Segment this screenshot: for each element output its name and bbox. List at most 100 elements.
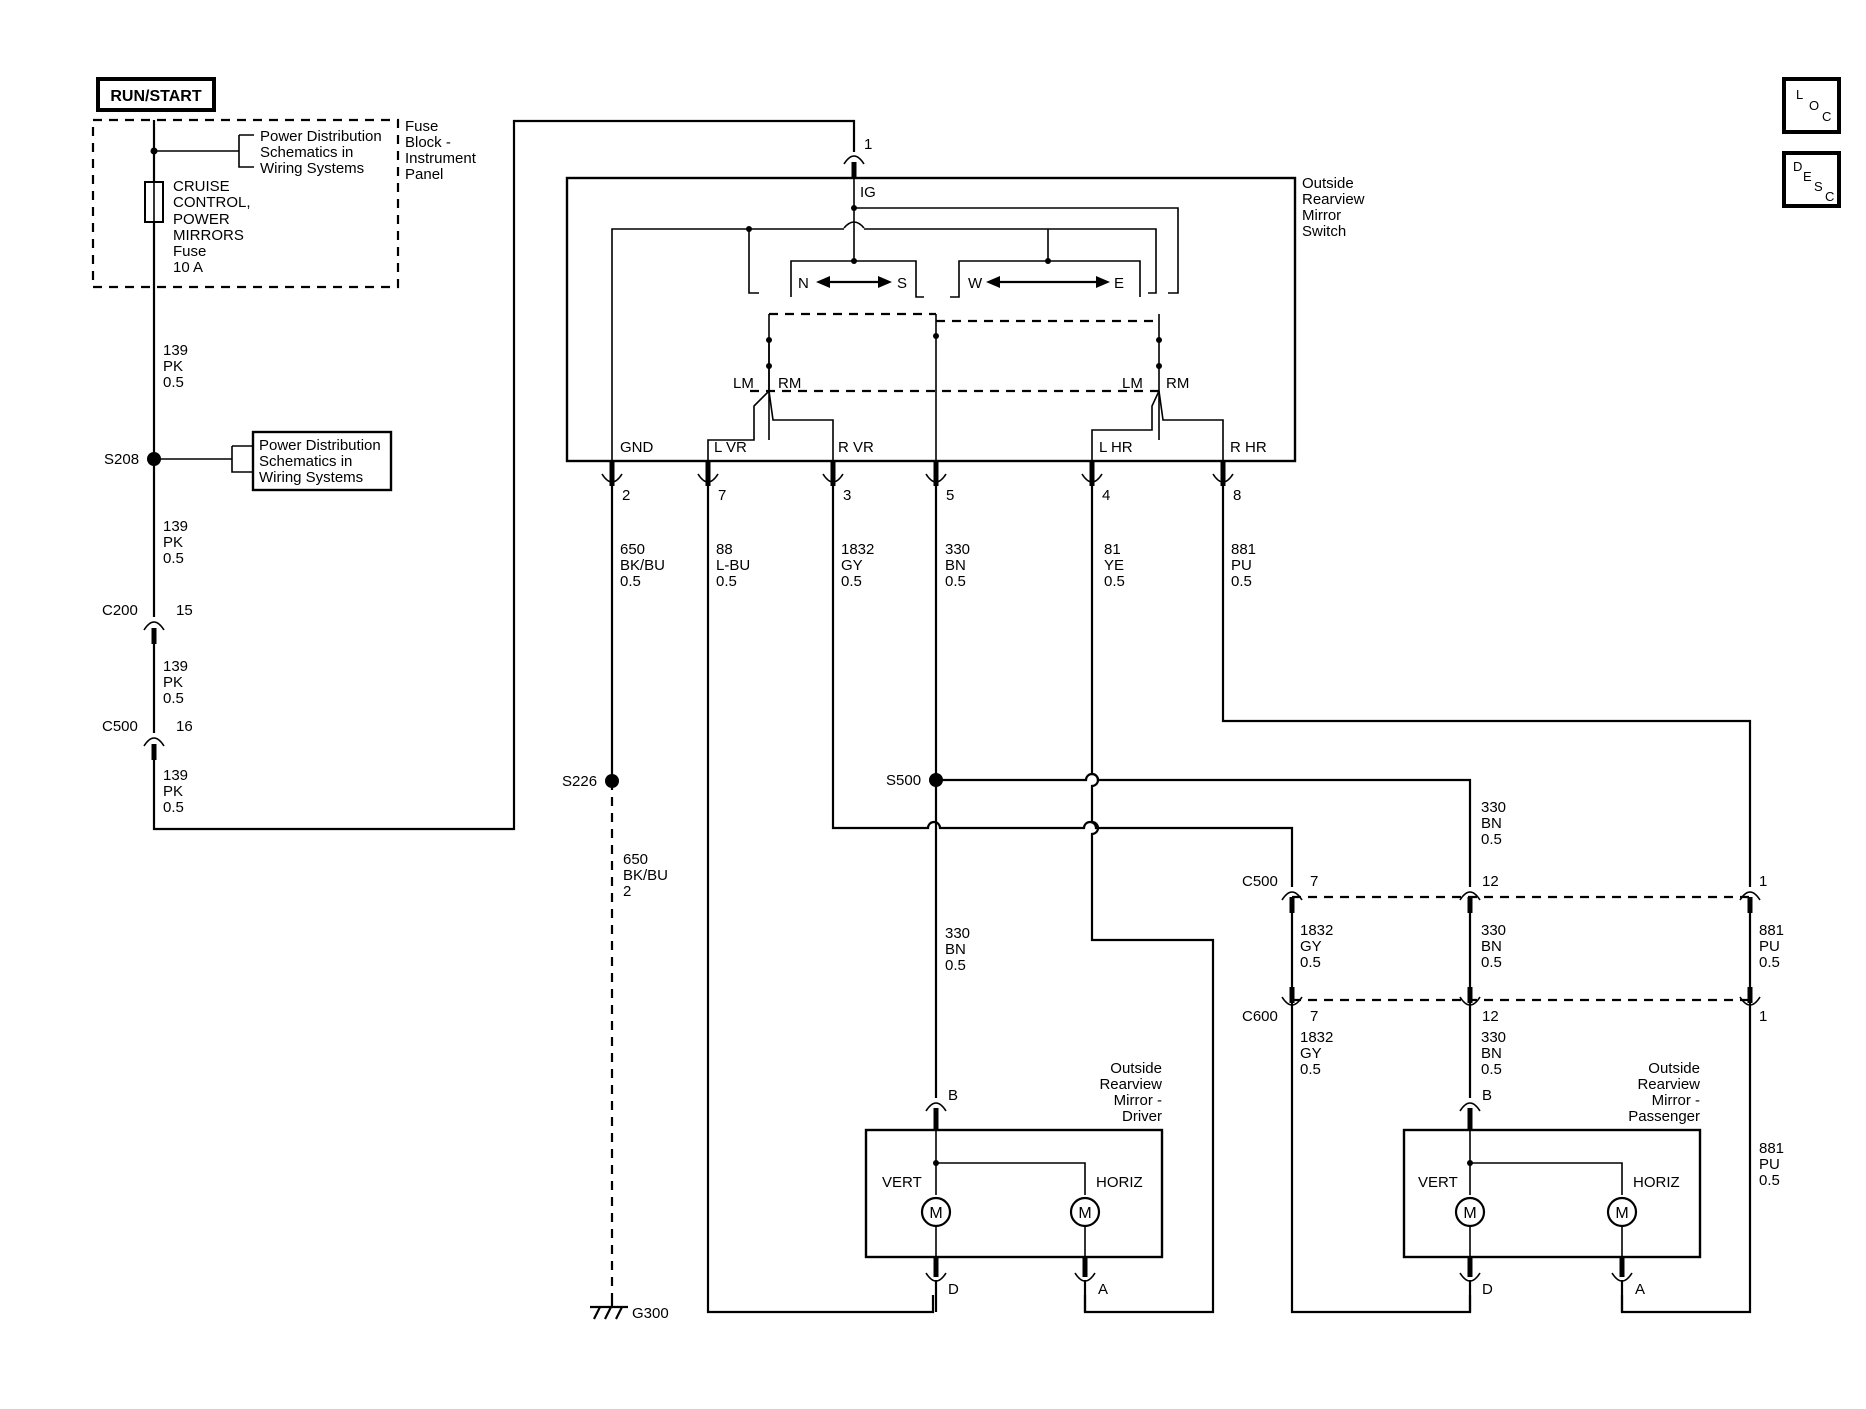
- fuse-block-line-2: Block -: [405, 134, 451, 151]
- pds-box-bracket: [154, 445, 252, 473]
- wire-label-below-gy: 1832 GY 0.5: [1300, 1029, 1333, 1078]
- wire-feed-to-switch: [152, 119, 856, 831]
- passenger-title-line-1: Outside: [1648, 1060, 1700, 1077]
- pds-ref-line-1: Power Distribution: [260, 128, 382, 145]
- below-gy-line-2: GY: [1300, 1045, 1322, 1062]
- between-pu-line-3: 0.5: [1759, 954, 1780, 971]
- passenger-vert-motor-m: M: [1463, 1205, 1476, 1222]
- wire-label-rhr: 881 PU 0.5: [1231, 541, 1256, 590]
- wire-b-line-3: 0.5: [163, 550, 184, 567]
- wire-label-gnd: 650 BK/BU 0.5: [620, 541, 665, 590]
- wire-label-rvr: 1832 GY 0.5: [841, 541, 874, 590]
- driver-pin-a: A: [1098, 1281, 1108, 1298]
- below-pu-line-2: PU: [1759, 1156, 1780, 1173]
- rhr-wire-line-3: 0.5: [1231, 573, 1252, 590]
- pin-lhr: 4: [1102, 487, 1110, 504]
- ground-wire-line-3: 2: [623, 883, 631, 900]
- fuse-block-line-1: Fuse: [405, 118, 438, 135]
- switch-title-line-3: Mirror: [1302, 207, 1341, 224]
- connector-c500-feed-icon: [143, 737, 165, 747]
- passenger-connector-b-icon: [1459, 1102, 1481, 1112]
- switch-internal-wiring: [611, 178, 1224, 461]
- pds-box-line-2: Schematics in: [259, 453, 352, 470]
- passenger-title-line-4: Passenger: [1628, 1108, 1700, 1125]
- pds-ref-line-3: Wiring Systems: [260, 160, 364, 177]
- wire-c-line-3: 0.5: [163, 690, 184, 707]
- run-start-label: RUN/START: [96, 77, 216, 112]
- connector-c500-pins: [1281, 891, 1761, 913]
- wire-a-line-2: PK: [163, 358, 183, 375]
- passenger-mirror-title: Outside Rearview Mirror - Passenger: [1628, 1060, 1700, 1125]
- connector-c200-icon: [143, 621, 165, 631]
- wire-label-below-pu: 881 PU 0.5: [1759, 1140, 1784, 1189]
- passenger-horiz-motor-icon: M: [1606, 1196, 1638, 1228]
- mirror-switch-box: [565, 176, 1297, 463]
- between-pu-line-1: 881: [1759, 922, 1784, 939]
- mirror-switch-title: Outside Rearview Mirror Switch: [1302, 175, 1365, 240]
- desc-letter-e: E: [1803, 169, 1812, 184]
- wire-b-line-2: PK: [163, 534, 183, 551]
- switch-terminal-connectors: [601, 461, 1234, 486]
- switch-ig-connector-icon: [843, 155, 865, 165]
- bn-driver-line-3: 0.5: [945, 957, 966, 974]
- loc-button[interactable]: L O C: [1782, 77, 1841, 134]
- terminal-rhr-label: R HR: [1230, 439, 1267, 456]
- we-right-label: E: [1114, 275, 1124, 292]
- rhr-wire-line-2: PU: [1231, 557, 1252, 574]
- pds-ref-top: Power Distribution Schematics in Wiring …: [260, 128, 382, 177]
- loc-letter-l: L: [1796, 87, 1803, 102]
- driver-pin-b: B: [948, 1087, 958, 1104]
- pin-rvr: 3: [843, 487, 851, 504]
- pin-gnd: 2: [622, 487, 630, 504]
- desc-letter-d: D: [1793, 159, 1802, 174]
- wire-label-between-gy: 1832 GY 0.5: [1300, 922, 1333, 971]
- driver-title-line-3: Mirror -: [1114, 1092, 1162, 1109]
- run-start-text: RUN/START: [110, 88, 201, 105]
- between-pu-line-2: PU: [1759, 938, 1780, 955]
- between-gy-line-2: GY: [1300, 938, 1322, 955]
- connector-c500-pin-12: 12: [1482, 873, 1499, 890]
- fuse-line-2: CONTROL,: [173, 194, 251, 211]
- between-gy-line-3: 0.5: [1300, 954, 1321, 971]
- connector-c500-pin-7: 7: [1310, 873, 1318, 890]
- lvr-wire-line-3: 0.5: [716, 573, 737, 590]
- fuse-block-outline: [91, 118, 400, 289]
- wire-330-bn-bus: [936, 772, 1472, 887]
- bn-driver-line-1: 330: [945, 925, 970, 942]
- wire-d-line-2: PK: [163, 783, 183, 800]
- driver-horiz-motor-icon: M: [1069, 1196, 1101, 1228]
- fuse-line-1: CRUISE: [173, 178, 230, 195]
- fuse-block-line-4: Panel: [405, 166, 443, 183]
- between-bn-line-3: 0.5: [1481, 954, 1502, 971]
- connector-c500-feed-label: C500: [102, 718, 138, 735]
- ground-wire-line-2: BK/BU: [623, 867, 668, 884]
- driver-vert-motor-m: M: [929, 1205, 942, 1222]
- pds-ref-line-2: Schematics in: [260, 144, 353, 161]
- pin5-wire-line-2: BN: [945, 557, 966, 574]
- loc-letter-o: O: [1809, 98, 1819, 113]
- wire-c-line-1: 139: [163, 658, 188, 675]
- connector-c200-pin: 15: [176, 602, 193, 619]
- fuse-line-5: Fuse: [173, 243, 206, 260]
- wire-label-lvr: 88 L-BU 0.5: [716, 541, 750, 590]
- connector-c600-label: C600: [1242, 1008, 1278, 1025]
- bn-right-line-1: 330: [1481, 799, 1506, 816]
- fuse-label: CRUISE CONTROL, POWER MIRRORS Fuse 10 A: [173, 178, 251, 276]
- wire-label-139-c: 139 PK 0.5: [163, 658, 188, 707]
- switch-ig-pin: 1: [864, 136, 872, 153]
- wire-c-line-2: PK: [163, 674, 183, 691]
- fuse-line-3: POWER: [173, 211, 230, 228]
- switch-title-line-4: Switch: [1302, 223, 1346, 240]
- bn-right-line-3: 0.5: [1481, 831, 1502, 848]
- driver-horiz-label: HORIZ: [1096, 1174, 1143, 1191]
- splice-s226-label: S226: [562, 773, 597, 790]
- passenger-horiz-motor-m: M: [1615, 1205, 1628, 1222]
- wire-a-line-3: 0.5: [163, 374, 184, 391]
- lvr-wire-line-1: 88: [716, 541, 733, 558]
- passenger-title-line-3: Mirror -: [1652, 1092, 1700, 1109]
- connector-c600-pin-1: 1: [1759, 1008, 1767, 1025]
- bn-right-line-2: BN: [1481, 815, 1502, 832]
- desc-button[interactable]: D E S C: [1782, 151, 1841, 208]
- wire-label-139-a: 139 PK 0.5: [163, 342, 188, 391]
- passenger-vert-label: VERT: [1418, 1174, 1458, 1191]
